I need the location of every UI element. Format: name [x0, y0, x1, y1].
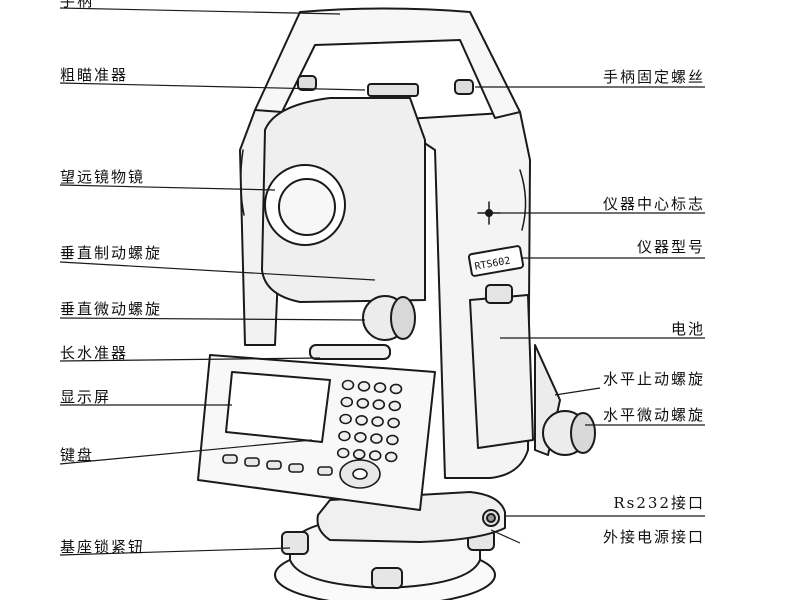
label-vertical-clamp: 垂直制动螺旋 — [60, 244, 163, 262]
keypad-key — [339, 413, 352, 425]
handle-screw-right — [454, 79, 474, 95]
display-screen — [225, 371, 331, 443]
power-port — [486, 513, 496, 523]
label-horizontal-clamp: 水平止动螺旋 — [602, 370, 705, 388]
battery-latch — [485, 284, 513, 304]
keypad-key — [386, 434, 399, 446]
keypad-key — [389, 383, 403, 395]
handle-screw-left — [297, 75, 317, 91]
label-center-mark: 仪器中心标志 — [602, 195, 705, 213]
label-handle: 手柄 — [60, 0, 95, 10]
keypad-key — [341, 379, 355, 391]
label-battery: 电池 — [670, 320, 705, 338]
label-horizontal-tangent: 水平微动螺旋 — [602, 406, 705, 424]
base-lock-knob-left — [281, 531, 309, 555]
label-display: 显示屏 — [60, 388, 112, 406]
keypad-key — [354, 431, 367, 443]
keypad-key — [356, 397, 370, 409]
label-keyboard: 键盘 — [60, 446, 95, 464]
rotation-base — [316, 491, 506, 543]
label-rs232: Rs232接口 — [613, 494, 705, 512]
instrument-center-mark — [485, 209, 493, 217]
label-base-lock: 基座锁紧钮 — [60, 538, 146, 556]
keypad-key — [368, 450, 382, 461]
plate-level — [309, 344, 391, 360]
label-sight-finder: 粗瞄准器 — [60, 66, 129, 84]
keypad — [336, 379, 403, 463]
keypad-key — [372, 399, 386, 410]
label-model: 仪器型号 — [636, 238, 705, 256]
leader-lines — [59, 7, 705, 556]
keypad-key — [373, 382, 387, 393]
handle-frame — [254, 7, 521, 119]
arrow-pad — [339, 459, 381, 489]
foot-screw — [371, 567, 403, 589]
sight-finder — [367, 83, 419, 97]
keypad-key — [352, 448, 366, 460]
keypad-key — [371, 416, 384, 427]
function-keys — [222, 454, 333, 476]
keypad-key — [355, 414, 368, 426]
label-handle-screw: 手柄固定螺丝 — [602, 68, 705, 86]
keypad-key — [338, 430, 351, 442]
right-grip — [519, 169, 527, 231]
keypad-key — [357, 380, 371, 392]
label-power-port: 外接电源接口 — [602, 528, 705, 546]
label-objective-lens: 望远镜物镜 — [60, 168, 146, 186]
label-vertical-tangent: 垂直微动螺旋 — [60, 300, 163, 318]
keypad-key — [340, 396, 354, 408]
keypad-key — [388, 400, 402, 412]
objective-lens-inner — [278, 178, 336, 236]
battery — [469, 294, 534, 449]
label-plate-level: 长水准器 — [60, 344, 129, 362]
vertical-tangent-knob-ridges — [390, 296, 416, 340]
keypad-key — [370, 433, 383, 444]
left-grip — [239, 149, 245, 216]
keypad-key — [384, 451, 398, 463]
model-plate — [467, 245, 525, 277]
keypad-key — [387, 417, 400, 429]
keypad-key — [336, 447, 350, 459]
horizontal-tangent-knob-ridges — [570, 412, 596, 454]
